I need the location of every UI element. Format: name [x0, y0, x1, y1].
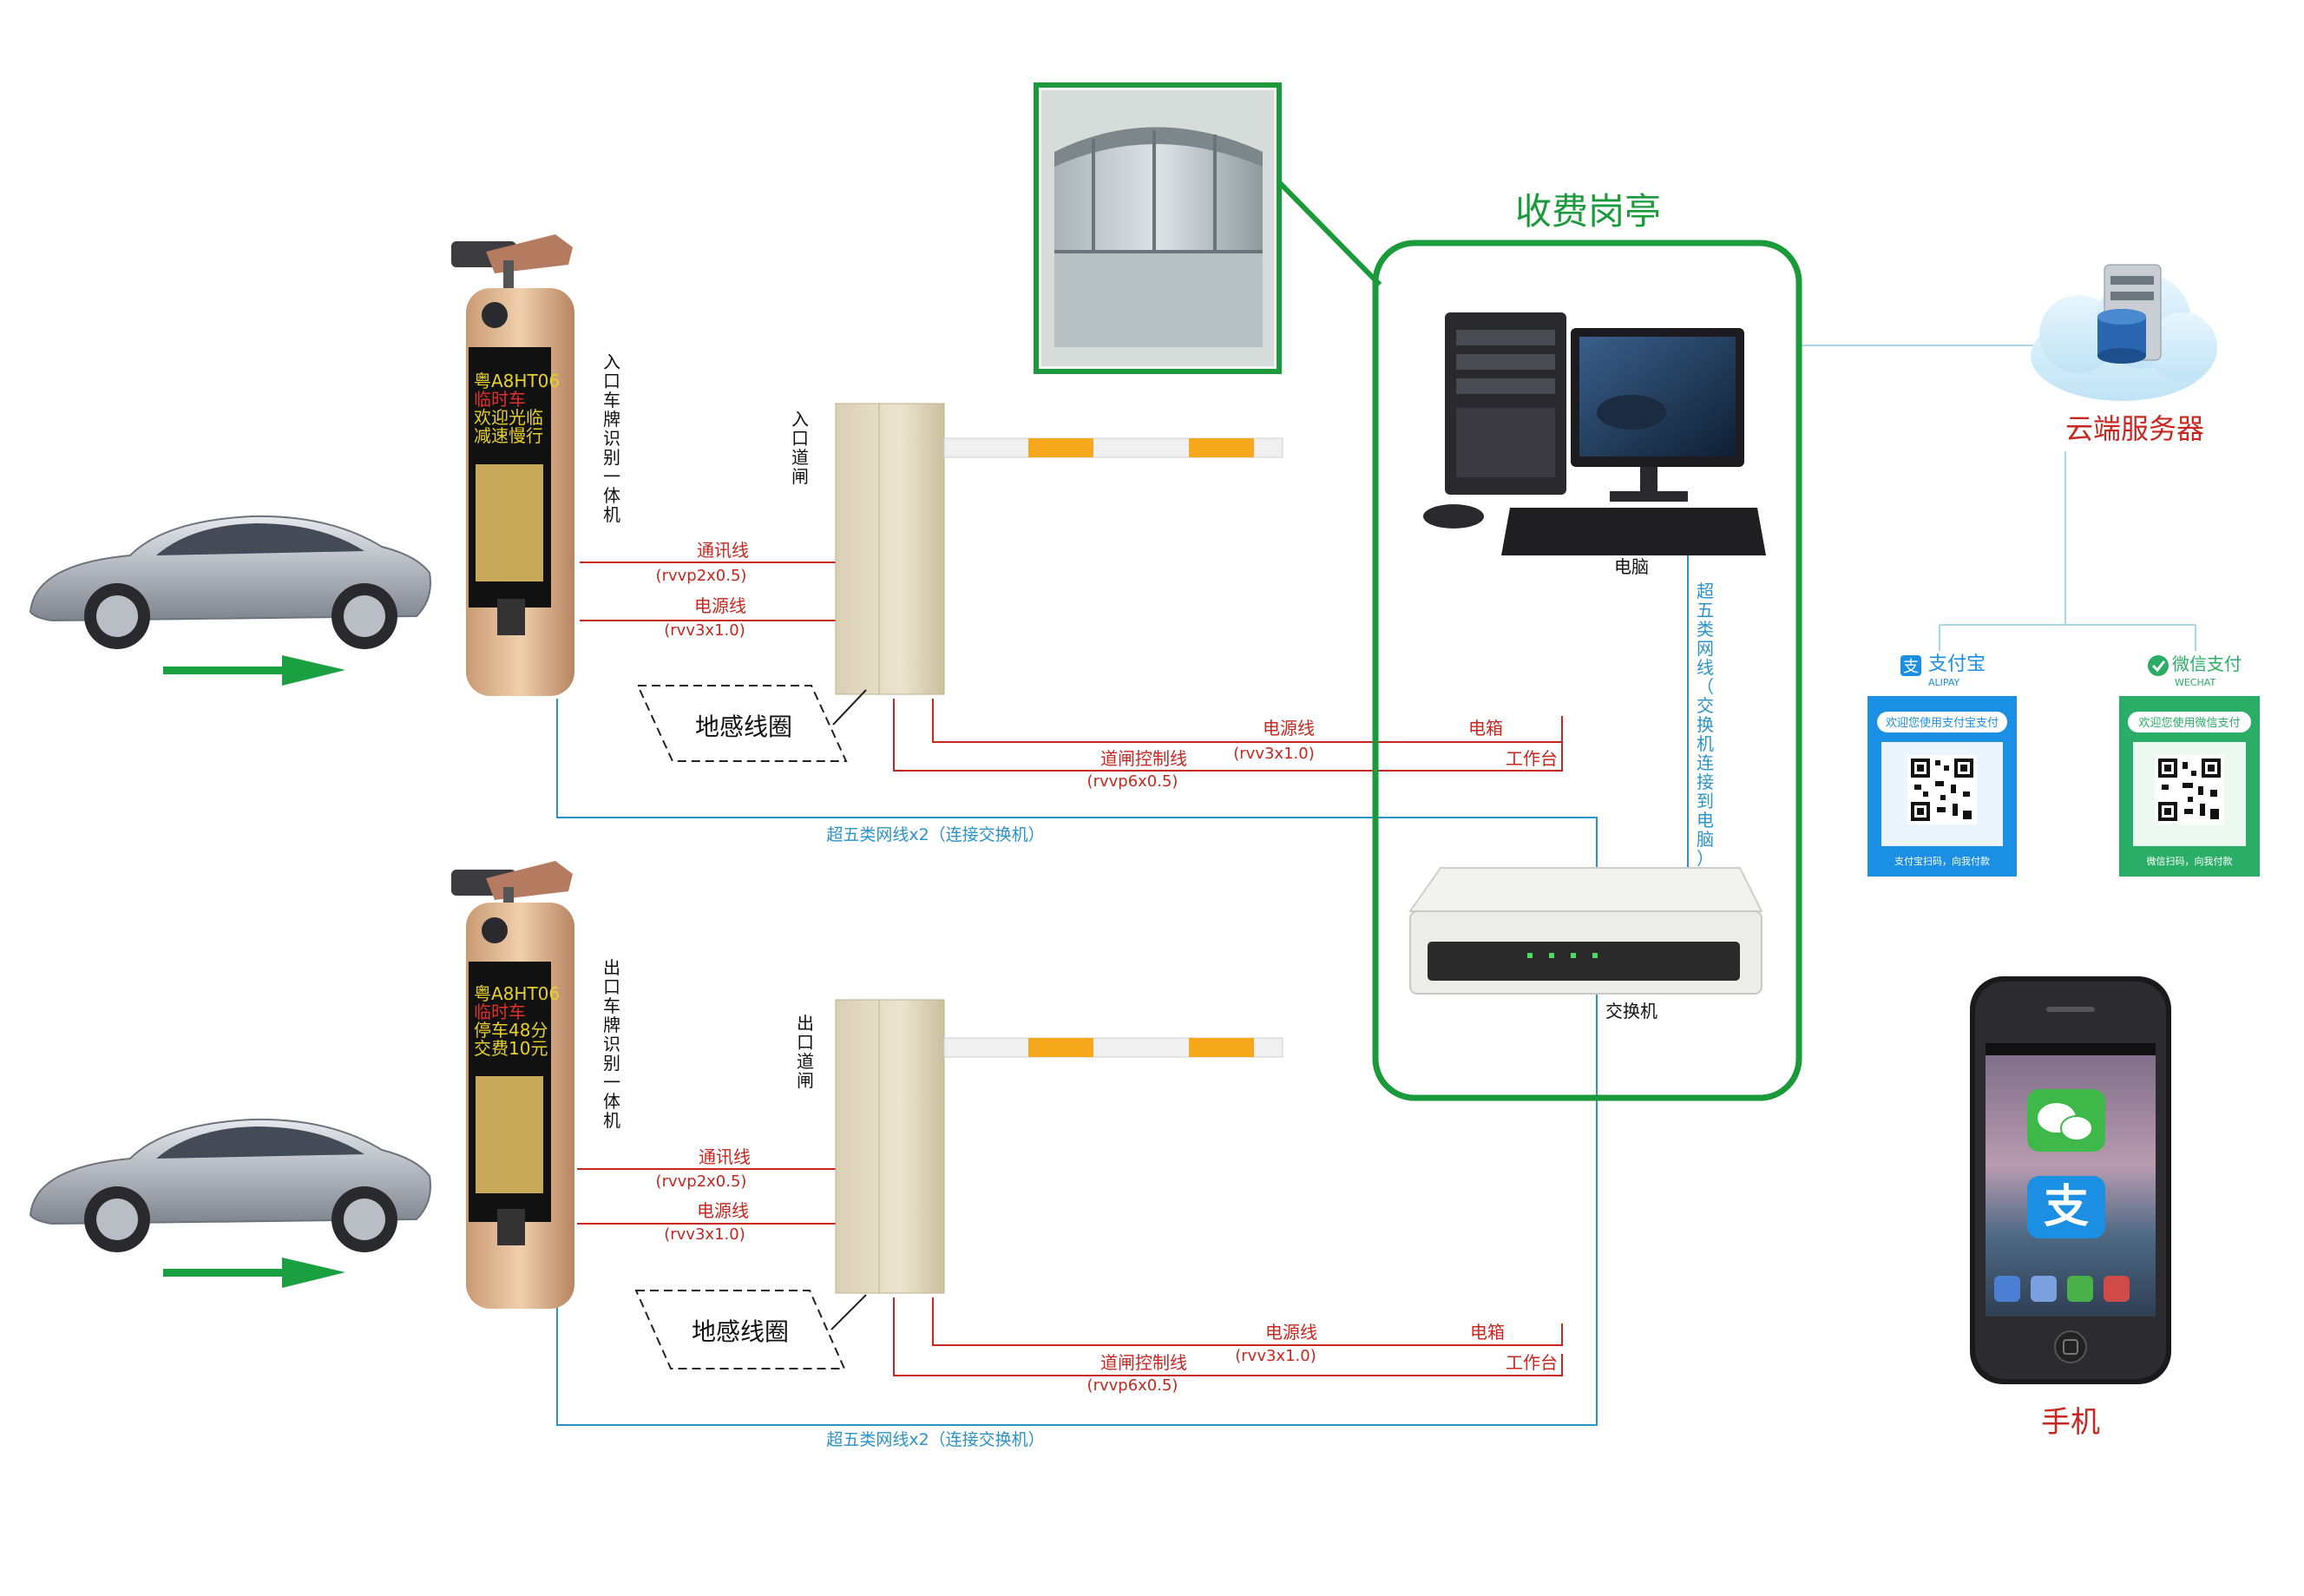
- entry-car: [29, 515, 431, 649]
- cloud-links: [1796, 345, 2196, 651]
- exit-workstation-label: 工作台: [1506, 1352, 1558, 1373]
- exit-screen-line1: 粤A8HT06: [474, 983, 560, 1004]
- exit-lpr-camera-icon: [451, 861, 574, 1309]
- entry-gate-ctrl-spec: (rvvp6x0.5): [1087, 772, 1178, 791]
- wechat-qr-icon: [2155, 755, 2224, 824]
- booth-photo: [1034, 82, 1282, 374]
- entry-loop-label: 地感线圈: [695, 713, 792, 741]
- exit-power-spec: (rvv3x1.0): [664, 1225, 745, 1244]
- svg-text:支: 支: [2044, 1181, 2089, 1233]
- svg-text:支: 支: [1903, 658, 1919, 676]
- exit-screen-line2: 临时车: [474, 1002, 526, 1022]
- wechat-name: 微信支付: [2172, 654, 2242, 674]
- alipay-qr-icon: [1907, 755, 1977, 824]
- alipay-welcome: 欢迎您使用支付宝支付: [1886, 716, 1999, 730]
- entry-screen-line3: 欢迎光临: [474, 407, 543, 428]
- entry-comm-line-label: 通讯线: [697, 540, 749, 561]
- alipay-card: 支 支付宝 ALIPAY 欢迎您使用支付宝支付 支付宝扫码，向我付款: [1867, 654, 2017, 877]
- entry-screen-line4: 减速慢行: [474, 425, 543, 446]
- wechat-sub: WECHAT: [2175, 677, 2215, 688]
- wechat-logo-icon: [2148, 655, 2169, 676]
- exit-ground-loop: [634, 1290, 867, 1369]
- entry-screen-line1: 粤A8HT06: [474, 371, 560, 391]
- entry-screen-line2: 临时车: [474, 389, 526, 410]
- booth-title: 收费岗亭: [1515, 190, 1661, 233]
- exit-network-label: 超五类网线x2（连接交换机）: [826, 1430, 1044, 1449]
- exit-gate-label: 出口道闸: [797, 1013, 814, 1091]
- exit-camera-label: 出口车牌识别一体机: [603, 957, 620, 1131]
- cloud-server-icon: [2031, 264, 2217, 401]
- cloud-label: 云端服务器: [2065, 412, 2204, 445]
- switch-computer-cable-label: 超五类网线（交换机连接到电脑）: [1697, 581, 1714, 869]
- wechat-card: 微信支付 WECHAT 欢迎您使用微信支付 微信扫码，向我付款: [2119, 654, 2260, 877]
- exit-screen-line4: 交费10元: [474, 1038, 548, 1059]
- entry-power-line-label: 电源线: [694, 595, 746, 616]
- wechat-welcome: 欢迎您使用微信支付: [2138, 716, 2240, 730]
- smartphone-icon: 支: [1970, 976, 2171, 1384]
- exit-power-line-label: 电源线: [697, 1200, 749, 1221]
- exit-comm-line-label: 通讯线: [699, 1146, 751, 1167]
- exit-gate-ctrl-spec: (rvvp6x0.5): [1087, 1376, 1178, 1395]
- entry-gate-ctrl-label: 道闸控制线: [1100, 748, 1187, 769]
- entry-gate-power-label: 电源线: [1263, 718, 1315, 739]
- exit-loop-label: 地感线圈: [692, 1317, 789, 1346]
- exit-wiring: [556, 972, 1598, 1426]
- phone-label: 手机: [2041, 1405, 2100, 1440]
- exit-screen-line3: 停车48分: [474, 1020, 548, 1041]
- exit-comm-spec: (rvvp2x0.5): [656, 1172, 747, 1191]
- entry-comm-spec: (rvvp2x0.5): [656, 567, 747, 585]
- switch-label: 交换机: [1605, 1001, 1657, 1021]
- entry-lpr-camera-icon: [451, 234, 574, 696]
- entry-gate-power-spec: (rvv3x1.0): [1233, 745, 1314, 763]
- entry-direction-arrow-icon: [163, 655, 345, 686]
- entry-network-label: 超五类网线x2（连接交换机）: [826, 825, 1044, 844]
- entry-power-spec: (rvv3x1.0): [664, 621, 745, 640]
- network-switch-icon: [1408, 867, 1763, 995]
- exit-power-box-label: 电箱: [1470, 1322, 1505, 1343]
- alipay-sub: ALIPAY: [1928, 677, 1959, 688]
- alipay-footer: 支付宝扫码，向我付款: [1894, 855, 1990, 867]
- entry-workstation-label: 工作台: [1506, 748, 1558, 769]
- entry-gate-label: 入口道闸: [791, 409, 809, 487]
- exit-car: [29, 1118, 431, 1252]
- exit-direction-arrow-icon: [163, 1258, 345, 1288]
- entry-power-box-label: 电箱: [1468, 718, 1503, 739]
- entry-barrier-gate-icon: [835, 403, 1283, 695]
- entry-camera-label: 入口车牌识别一体机: [603, 351, 620, 525]
- alipay-name: 支付宝: [1928, 654, 1986, 675]
- booth-connector: [1277, 180, 1382, 287]
- exit-gate-power-spec: (rvv3x1.0): [1235, 1347, 1316, 1365]
- exit-gate-ctrl-label: 道闸控制线: [1100, 1352, 1187, 1373]
- entry-ground-loop: [636, 685, 867, 762]
- alipay-app-icon: [2027, 1176, 2105, 1238]
- exit-barrier-gate-icon: [835, 999, 1283, 1294]
- alipay-logo-icon: [1900, 655, 1921, 676]
- booth-frame: [1372, 240, 1802, 1101]
- wechat-footer: 微信扫码，向我付款: [2147, 855, 2233, 867]
- computer-label: 电脑: [1614, 556, 1649, 577]
- computer-icon: [1423, 312, 1766, 555]
- exit-gate-power-label: 电源线: [1265, 1322, 1317, 1343]
